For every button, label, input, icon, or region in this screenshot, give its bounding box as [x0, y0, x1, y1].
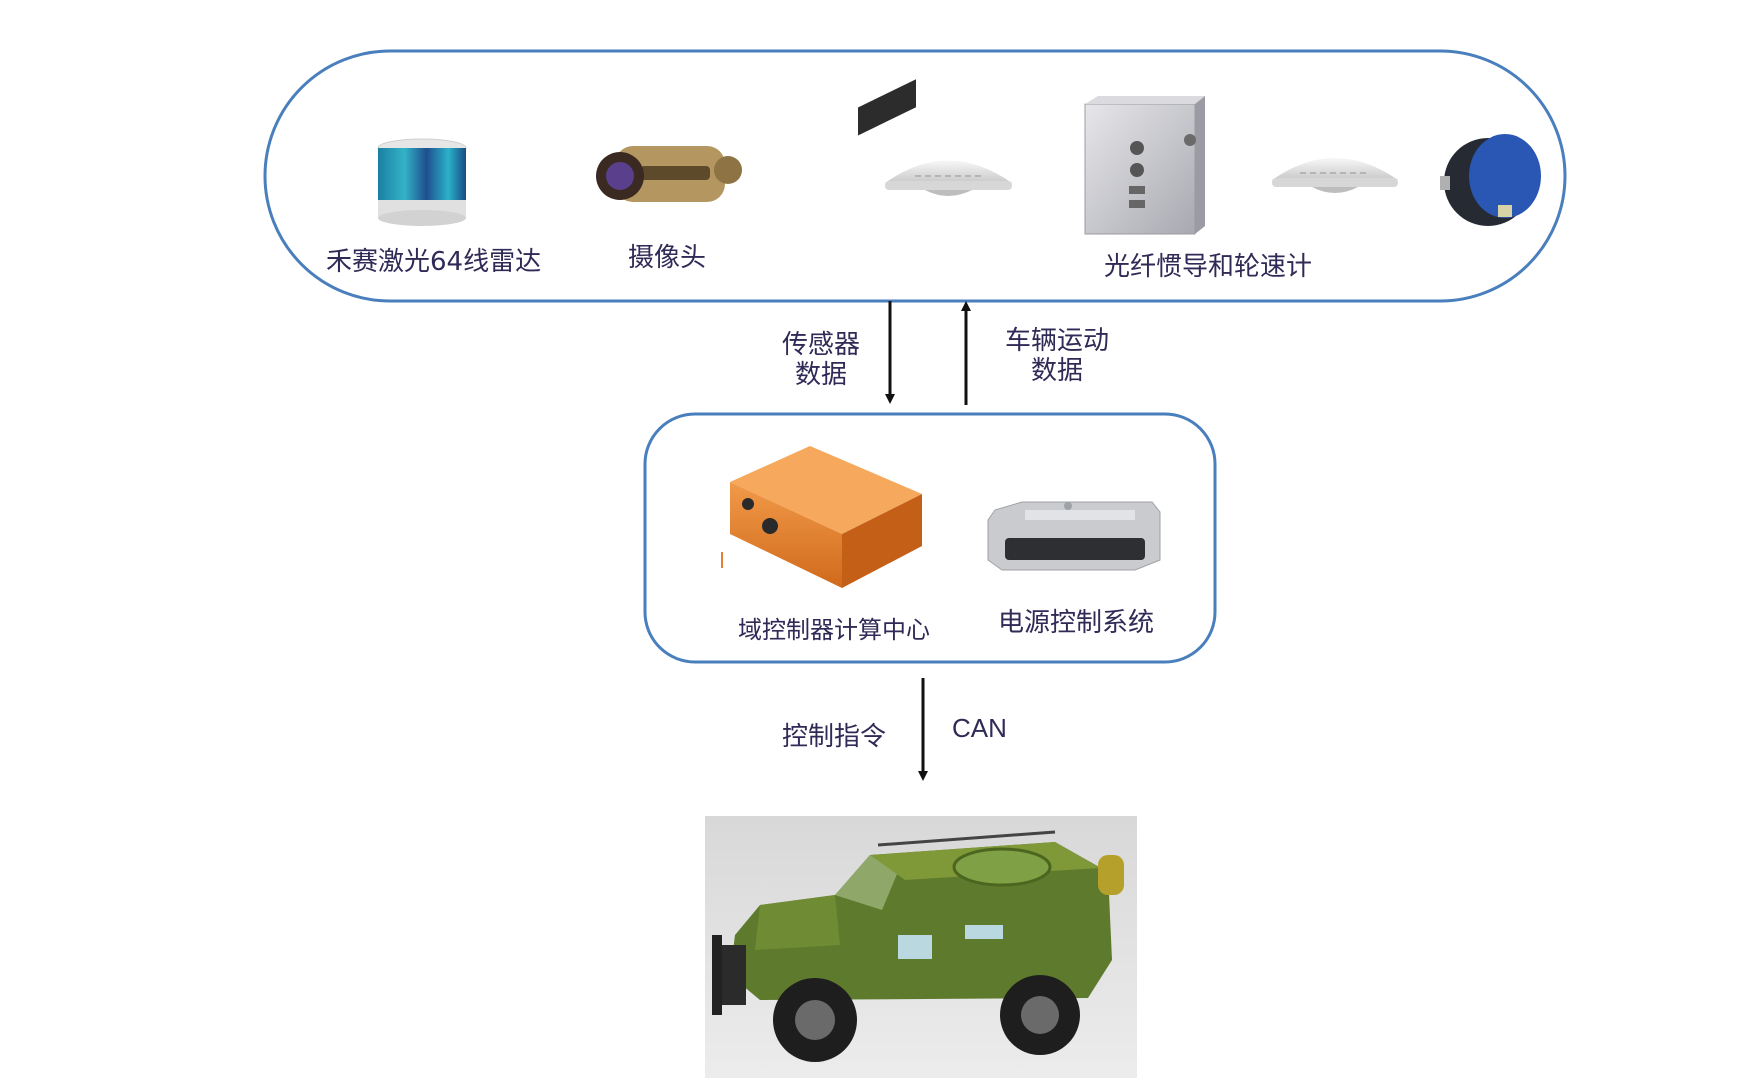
gnss-antenna-icon — [1272, 158, 1398, 193]
motion-data-line1: 车辆运动 — [1004, 326, 1109, 356]
lidar-label: 禾赛激光64线雷达 — [326, 247, 542, 277]
fiber-ins-label: 光纤惯导和轮速计 — [1104, 252, 1313, 282]
power-control-label: 电源控制系统 — [998, 608, 1155, 638]
can-bus-label: CAN — [952, 713, 1007, 743]
power-control-ecu-icon — [987, 501, 1161, 571]
motion-data-label: 车辆运动 数据 — [982, 326, 1132, 386]
vehicle-image — [705, 816, 1137, 1078]
sensors-group-frame — [263, 49, 1567, 303]
camera-label: 摄像头 — [628, 243, 707, 273]
lidar-icon — [377, 138, 467, 226]
sensor-data-line1: 传感器 — [781, 330, 860, 360]
camera-icon — [596, 146, 742, 202]
motion-data-line2: 数据 — [1030, 356, 1083, 386]
wheel-speed-sensor-icon — [1440, 134, 1541, 226]
domain-controller-label: 域控制器计算中心 — [738, 616, 930, 644]
controller-group-frame — [643, 412, 1217, 664]
domain-controller-icon — [721, 79, 922, 588]
gnss-antenna-icon — [885, 160, 1012, 196]
control-command-label: 控制指令 — [782, 722, 887, 752]
sensor-data-label: 传感器 数据 — [756, 330, 886, 390]
fiber-ins-icon — [1084, 96, 1205, 235]
sensor-data-line2: 数据 — [794, 360, 847, 390]
